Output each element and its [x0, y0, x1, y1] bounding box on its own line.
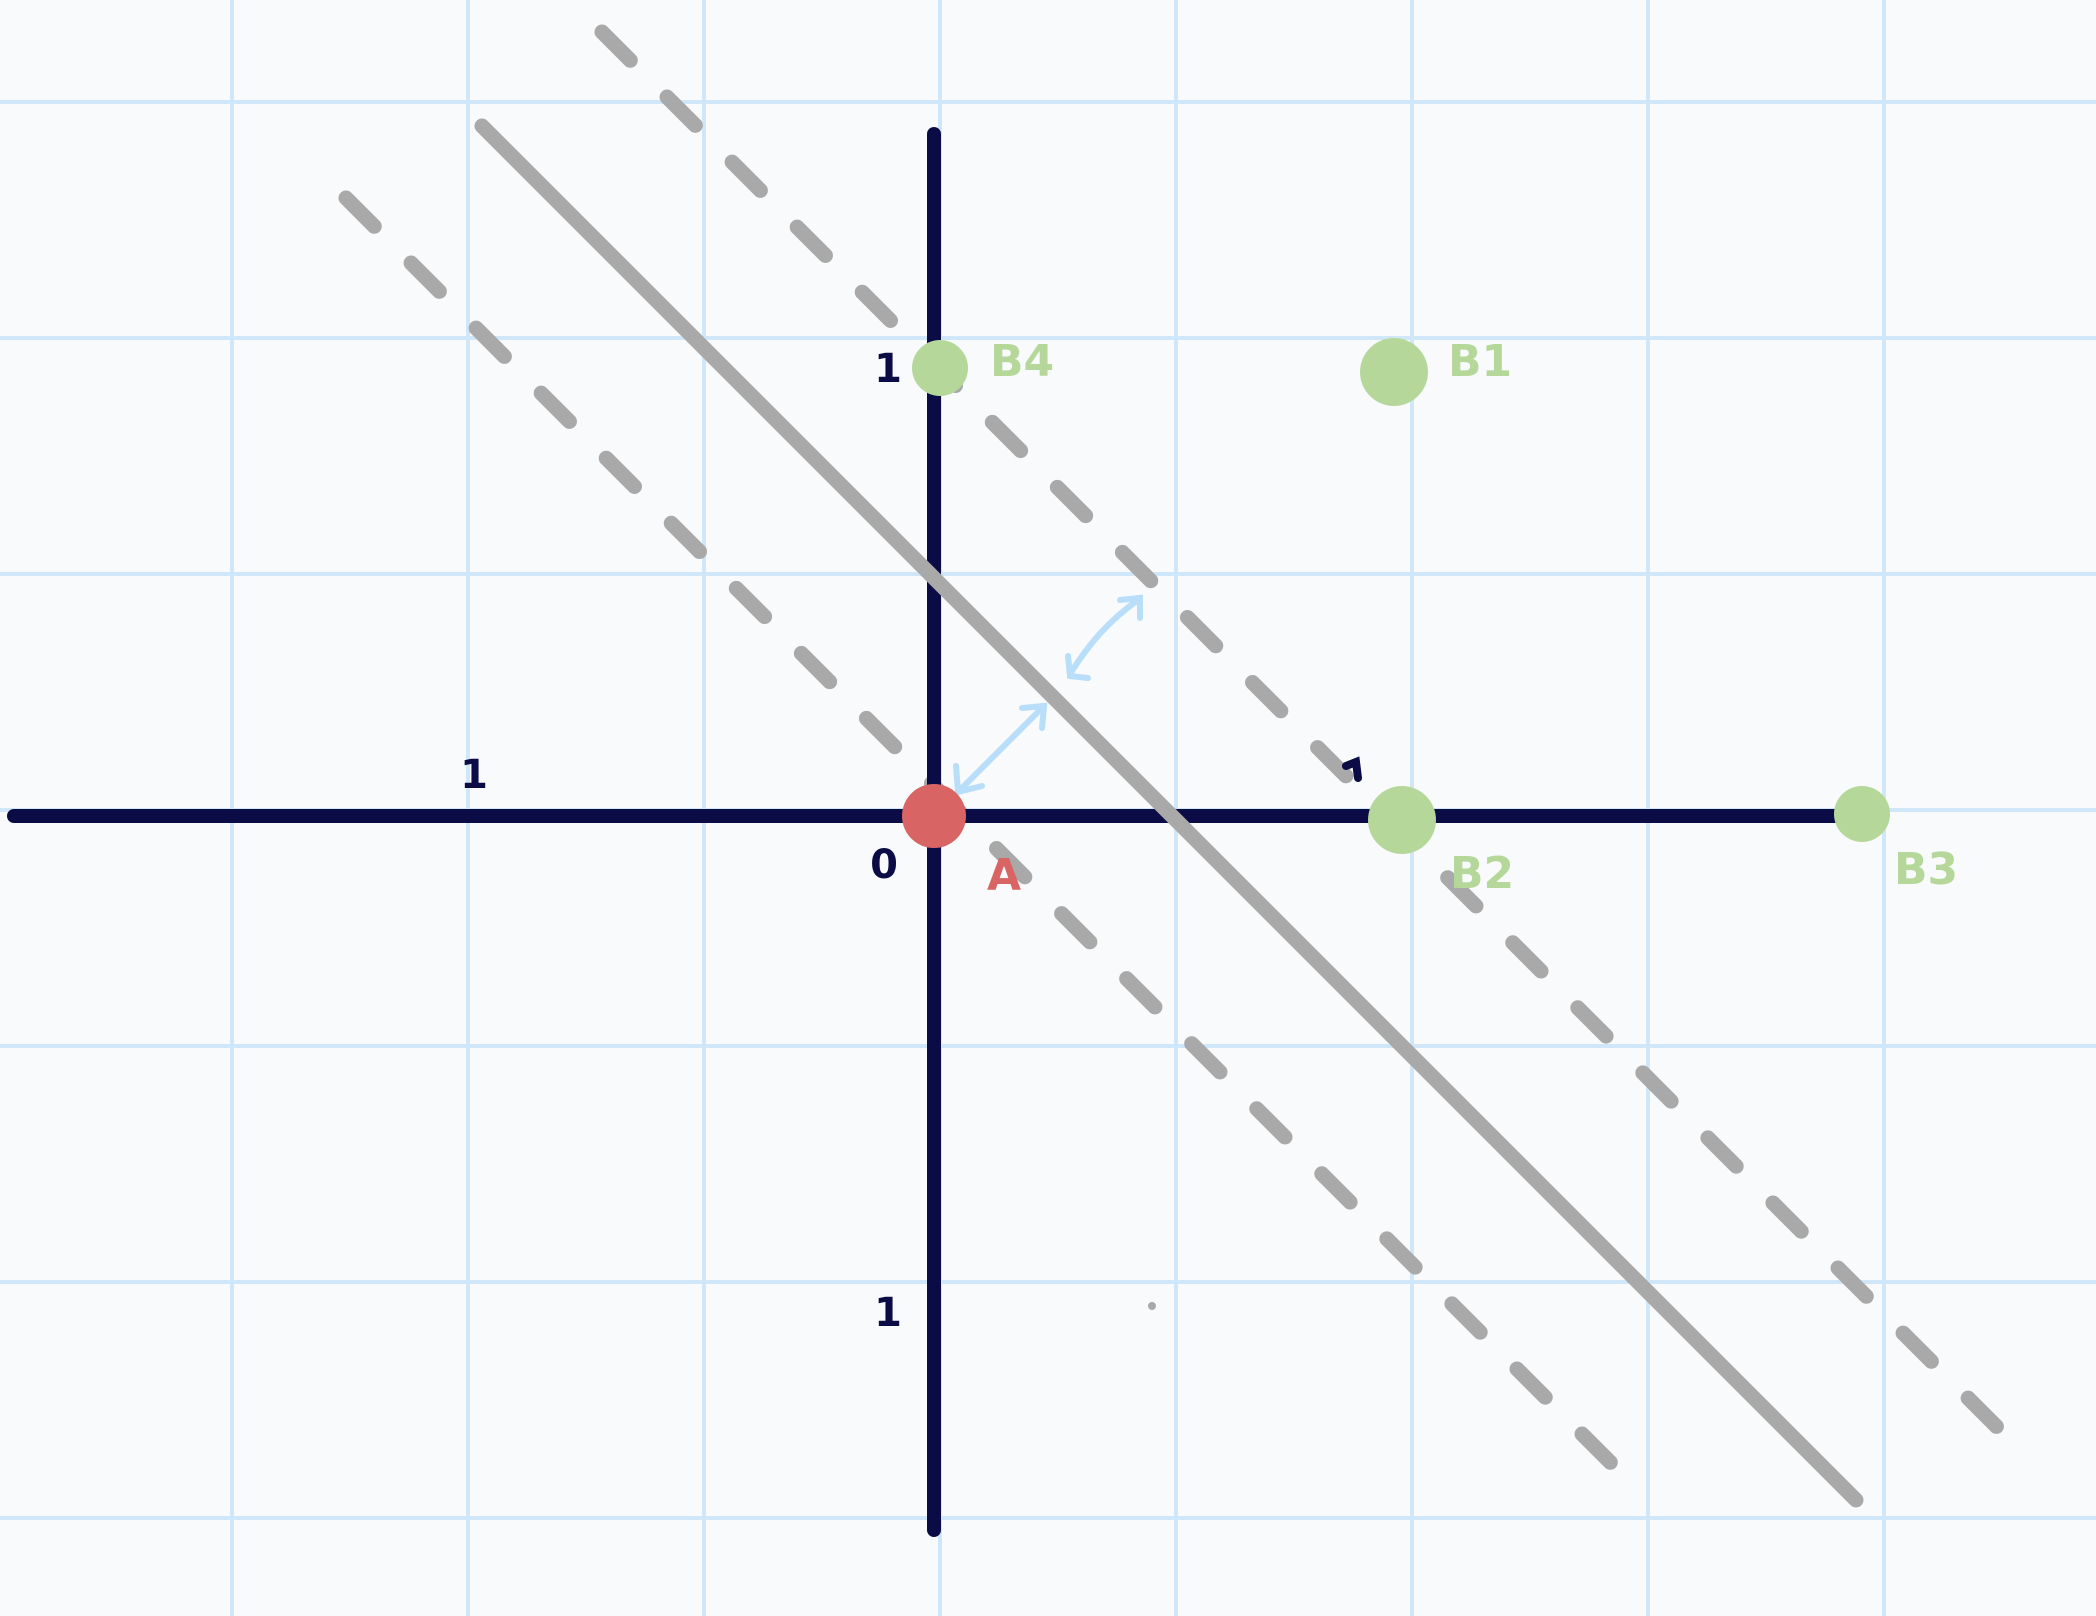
solid-line [474, 118, 1864, 1508]
point-a-label: A [987, 850, 1021, 901]
origin-label: 0 [870, 842, 898, 888]
x-tick-mark [1342, 756, 1362, 782]
y-tick-label-top: 1 [874, 346, 902, 392]
point-b1 [1360, 338, 1428, 406]
point-b4 [912, 340, 968, 396]
x-tick-label: 1 [460, 752, 488, 798]
point-b3 [1834, 786, 1890, 842]
distance-arrow-a-to-line [953, 702, 1048, 796]
point-a [902, 784, 966, 848]
point-b4-label: B4 [990, 336, 1054, 387]
y-tick-label-bottom: 1 [874, 1290, 902, 1336]
point-b1-label: B1 [1448, 336, 1512, 387]
point-b2 [1368, 786, 1436, 854]
point-b2-label: B2 [1450, 848, 1514, 899]
dashed-line-upper [594, 24, 2016, 1446]
dashed-line-lower [338, 190, 1648, 1500]
point-b3-label: B3 [1894, 844, 1958, 895]
distance-arrow-line-to-dashed [1065, 594, 1143, 681]
speck [1148, 1302, 1156, 1310]
